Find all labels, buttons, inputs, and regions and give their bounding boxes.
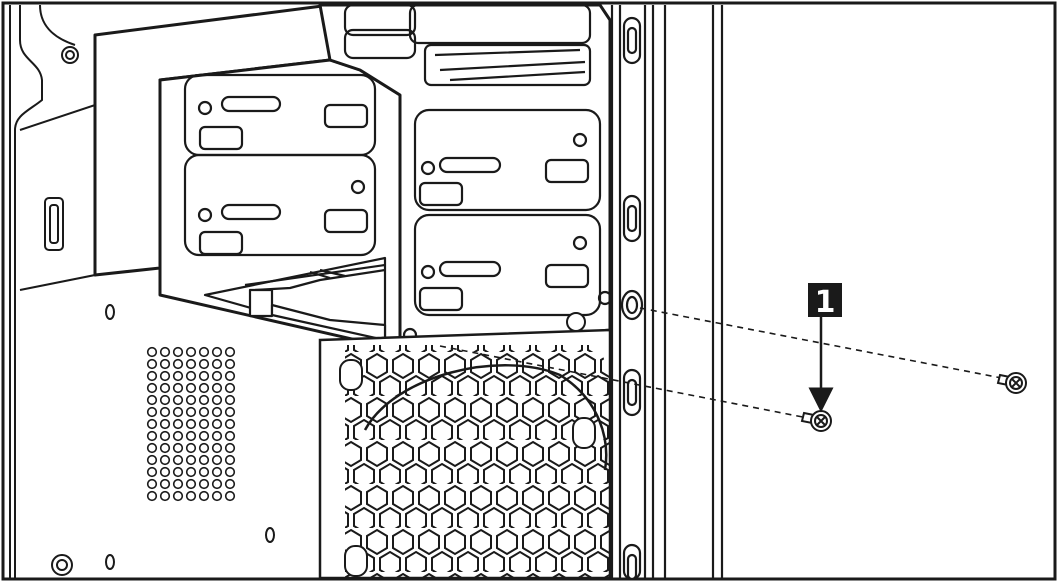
step-badge	[808, 283, 842, 317]
fan-grille	[318, 312, 612, 580]
drive-tray	[203, 256, 387, 342]
screw-icon	[996, 372, 1027, 394]
screw-icon	[800, 410, 832, 432]
chassis-left-panel	[9, 4, 275, 579]
cage-slots-left	[183, 73, 377, 257]
step-number: 1	[815, 285, 836, 320]
chassis-rail	[610, 5, 724, 581]
step-callout: 1	[808, 283, 842, 413]
dot-vent	[146, 346, 237, 502]
cage-slots-right	[343, 3, 613, 343]
screw-paths	[439, 307, 1013, 421]
